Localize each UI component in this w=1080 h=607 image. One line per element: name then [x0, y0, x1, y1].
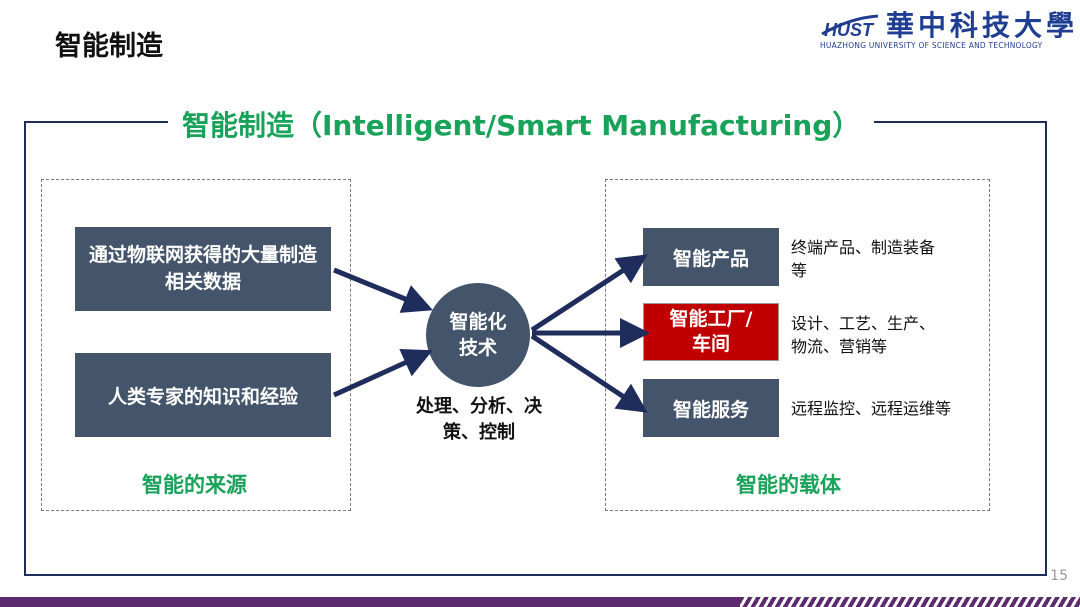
- carriers-region: [605, 179, 990, 511]
- carrier-box-factory: 智能工厂/车间: [643, 303, 779, 361]
- arrow-core-to-service: [530, 333, 648, 413]
- footer-stripes: [740, 597, 1080, 607]
- footer-bar: [0, 597, 1080, 607]
- sources-region: [41, 179, 351, 511]
- page-number: 15: [1050, 568, 1068, 584]
- carrier-factory-label: 智能工厂/车间: [669, 308, 753, 355]
- core-caption: 处理、分析、决策、控制: [416, 396, 542, 443]
- slide-title: 智能制造: [55, 31, 163, 62]
- carrier-service-desc: 远程监控、远程运维等: [791, 399, 952, 418]
- carrier-product-label: 智能产品: [672, 247, 749, 270]
- carrier-box-service: 智能服务: [643, 379, 779, 437]
- university-name-en: HUAZHONG UNIVERSITY OF SCIENCE AND TECHN…: [820, 41, 1043, 50]
- source-box-iot-data: 通过物联网获得的大量制造相关数据: [75, 227, 331, 311]
- source-iot-data-label: 通过物联网获得的大量制造相关数据: [89, 244, 318, 293]
- frame-title: 智能制造（Intelligent/Smart Manufacturing）: [168, 104, 875, 144]
- core-technology-circle: 智能化技术: [426, 283, 530, 387]
- arrow-expert-to-core: [332, 348, 433, 398]
- source-box-expert-knowledge: 人类专家的知识和经验: [75, 353, 331, 437]
- university-name-cn: 華中科技大學: [886, 9, 1079, 42]
- carriers-label: 智能的载体: [736, 473, 841, 497]
- svg-text:HUST: HUST: [824, 20, 875, 40]
- core-technology-label: 智能化技术: [449, 311, 507, 359]
- carrier-factory-desc: 设计、工艺、生产、物流、营销等: [791, 314, 936, 356]
- hust-logo-icon: HUST: [821, 14, 879, 40]
- carrier-box-product: 智能产品: [643, 228, 779, 286]
- carrier-service-label: 智能服务: [672, 398, 749, 421]
- carrier-product-desc: 终端产品、制造装备等: [791, 238, 936, 280]
- source-expert-knowledge-label: 人类专家的知识和经验: [107, 385, 298, 408]
- arrow-core-to-product: [530, 254, 648, 333]
- university-logo: HUST 華中科技大學 HUAZHONG UNIVERSITY OF SCIEN…: [818, 6, 1080, 58]
- sources-label: 智能的来源: [142, 473, 247, 497]
- arrow-iot-to-core: [333, 267, 433, 313]
